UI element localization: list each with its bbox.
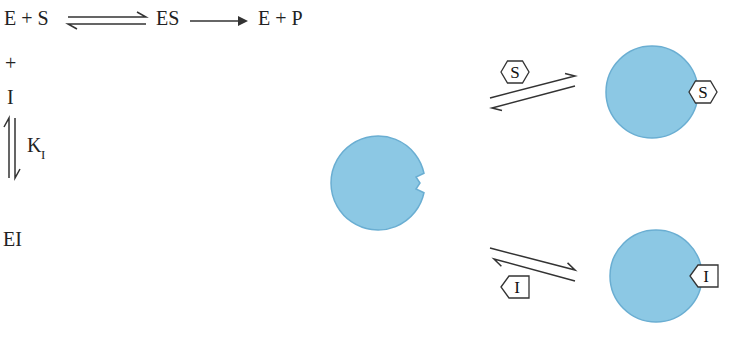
- ligand-polygon: [501, 276, 529, 298]
- ligand-polygon: [501, 61, 529, 83]
- equation-term: EI: [3, 228, 22, 251]
- substrate-shape: S: [500, 60, 530, 84]
- ligand-letter: S: [688, 80, 718, 104]
- half-arrow: [68, 24, 146, 29]
- equation-term: ES: [156, 7, 179, 30]
- equation-term: +: [5, 52, 16, 75]
- equation-term: I: [7, 86, 14, 109]
- reaction-arrow: [190, 20, 240, 22]
- ligand-polygon: [689, 81, 717, 103]
- half-arrow: [490, 73, 575, 98]
- half-arrow: [15, 118, 20, 178]
- enzyme-shape: [331, 136, 424, 230]
- half-arrow: [68, 12, 146, 17]
- half-arrow: [494, 259, 575, 281]
- substrate-shape: S: [688, 80, 718, 104]
- half-arrow: [492, 86, 575, 111]
- equation-term: K: [27, 134, 41, 157]
- half-arrow: [490, 248, 575, 270]
- enzyme-substrate-complex: [606, 46, 698, 138]
- inhibitor-shape: I: [500, 275, 530, 299]
- subscript-label: I: [41, 148, 45, 163]
- half-arrow: [4, 118, 9, 178]
- reaction-arrows: [4, 12, 575, 281]
- ligand-polygon: [690, 265, 718, 287]
- equation-term: E + P: [258, 7, 303, 30]
- ligand-letter: S: [500, 60, 530, 84]
- enzyme-inhibitor-complex: [610, 230, 702, 322]
- ligand-letter: I: [689, 264, 719, 288]
- arrow-head: [238, 16, 248, 26]
- inhibitor-shape: I: [689, 264, 719, 288]
- ligand-letter: I: [500, 275, 530, 299]
- equation-term: E + S: [4, 7, 49, 30]
